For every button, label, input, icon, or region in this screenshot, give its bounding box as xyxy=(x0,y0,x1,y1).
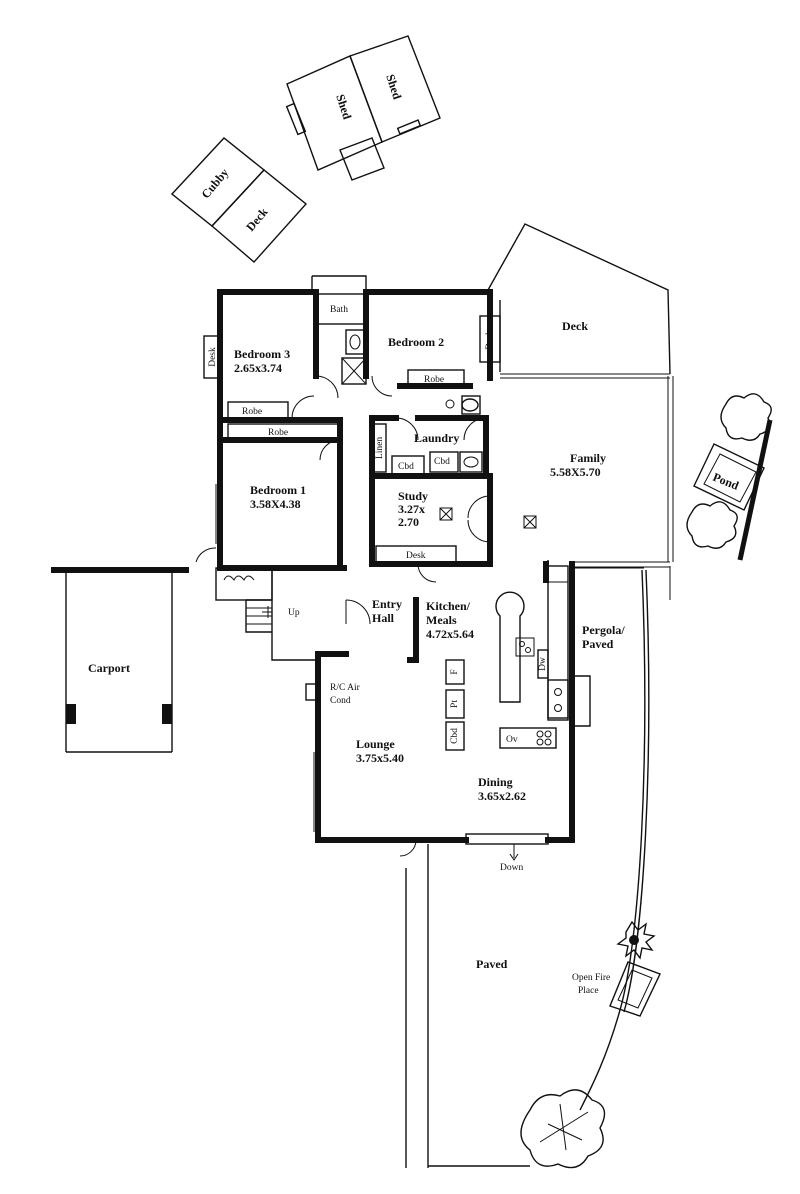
kitchen-name-b: Meals xyxy=(426,613,457,627)
robe-bedroom3-label: Robe xyxy=(242,407,262,417)
linen-label: Linen xyxy=(375,437,385,459)
air-cond-label-2: Cond xyxy=(330,696,351,706)
dining-size: 3.65x2.62 xyxy=(478,789,526,803)
bedroom3-name: Bedroom 3 xyxy=(234,347,290,361)
family-size: 5.58X5.70 xyxy=(550,465,601,479)
cbd-label-2: Cbd xyxy=(434,457,450,467)
fixtures: Bath Robe Robe Robe Desk Desk Desk Linen… xyxy=(203,293,591,873)
shed-label-1: Shed xyxy=(333,93,354,122)
cubby-deck-label: Deck xyxy=(243,205,271,234)
air-cond-label-1: R/C Air xyxy=(330,683,361,693)
cubby-house: Cubby Deck xyxy=(170,137,308,263)
paved-label: Paved xyxy=(476,957,508,971)
laundry-name: Laundry xyxy=(414,431,459,445)
oven-label: Ov xyxy=(506,735,518,745)
tree-icon xyxy=(520,1089,606,1169)
pergola-name-a: Pergola/ xyxy=(582,623,625,637)
robe-hall-label: Robe xyxy=(268,428,288,438)
dishwasher-label: Dw xyxy=(538,657,548,671)
bath-label: Bath xyxy=(330,305,348,315)
doors xyxy=(195,375,491,857)
desk-bedroom3-label: Desk xyxy=(208,347,218,367)
house-walls xyxy=(215,275,575,843)
lounge-size: 3.75x5.40 xyxy=(356,751,404,765)
bedroom1-size: 3.58X4.38 xyxy=(250,497,301,511)
paved-area: Paved Open Fire Place xyxy=(405,567,661,1168)
deck: Deck xyxy=(487,223,671,379)
kitchen-size: 4.72x5.64 xyxy=(426,627,474,641)
fire-label-1: Open Fire xyxy=(572,973,610,983)
cubby-label: Cubby xyxy=(198,166,231,202)
study-name: Study xyxy=(398,489,428,503)
fire-label-2: Place xyxy=(578,986,599,996)
kitchen-cbd-label: Cbd xyxy=(450,728,460,744)
shed-label-2: Shed xyxy=(383,73,404,102)
pantry-label: Pt xyxy=(450,700,460,708)
bedroom1-name: Bedroom 1 xyxy=(250,483,306,497)
up-label: Up xyxy=(288,608,300,618)
room-labels: Bedroom 3 2.65x3.74 Bedroom 2 Bedroom 1 … xyxy=(234,335,625,803)
robe-bedroom2-label: Robe xyxy=(424,375,444,385)
kitchen-name-a: Kitchen/ xyxy=(426,599,471,613)
dining-name: Dining xyxy=(478,775,513,789)
deck-label: Deck xyxy=(562,319,588,333)
down-label: Down xyxy=(500,863,523,873)
bedroom3-size: 2.65x3.74 xyxy=(234,361,282,375)
lounge-name: Lounge xyxy=(356,737,395,751)
study-size-b: 2.70 xyxy=(398,515,419,529)
entry-name-b: Hall xyxy=(372,611,395,625)
bedroom2-name: Bedroom 2 xyxy=(388,335,444,349)
pergola-name-b: Paved xyxy=(582,637,614,651)
shrub-icon xyxy=(616,393,772,960)
desk-bedroom2-label: Desk xyxy=(485,330,495,350)
cbd-label-1: Cbd xyxy=(398,462,414,472)
study-size-a: 3.27x xyxy=(398,502,425,516)
shed: Shed Shed xyxy=(285,35,441,181)
desk-study-label: Desk xyxy=(406,551,426,561)
carport-label: Carport xyxy=(88,661,130,675)
carport: Carport xyxy=(51,567,189,753)
family-name: Family xyxy=(570,451,606,465)
fridge-label: F xyxy=(450,669,460,674)
entry-name-a: Entry xyxy=(372,597,402,611)
